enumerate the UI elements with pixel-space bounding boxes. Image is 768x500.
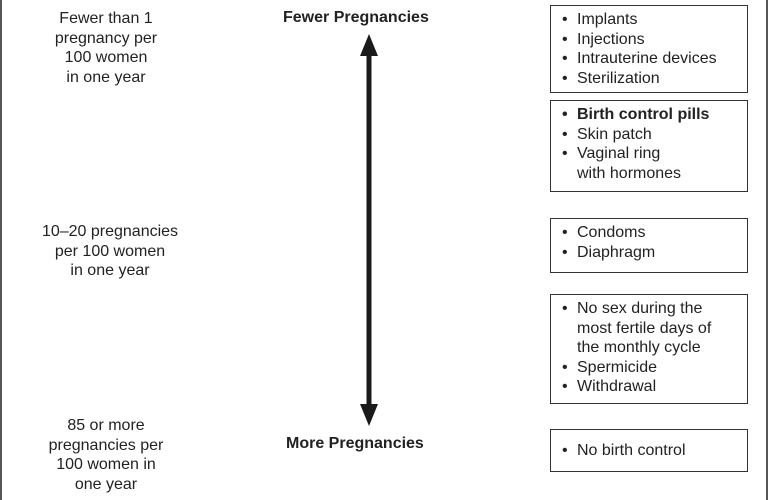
arrow-shaft	[366, 52, 372, 408]
double-arrow-icon	[360, 34, 378, 426]
method-list: No birth control	[562, 441, 739, 461]
method-item-text: Condoms	[577, 224, 646, 241]
method-item-text: Injections	[577, 30, 645, 48]
method-item-text: with hormones	[577, 164, 682, 182]
method-list: Condoms Diaphragm	[562, 223, 739, 262]
rate-label-85-or-more: 85 or more pregnancies per 100 women in …	[30, 416, 182, 494]
heading-more-pregnancies: More Pregnancies	[286, 435, 424, 452]
method-item-text: Skin patch	[577, 125, 652, 143]
rate-label-line: per 100 women	[54, 242, 166, 260]
method-item-no-birth-control: No birth control	[562, 441, 739, 461]
arrow-head-up	[360, 34, 378, 56]
method-item-text: No birth control	[577, 442, 686, 459]
method-item-text: the monthly cycle	[577, 339, 701, 356]
method-box-least-effective: No sex during the most fertile days of t…	[550, 294, 748, 404]
method-item-text: Withdrawal	[577, 378, 657, 395]
method-item-spermicide: Spermicide	[562, 358, 739, 378]
method-item-vaginal-ring: Vaginal ring with hormones	[562, 144, 739, 183]
method-item-text: Spermicide	[577, 358, 658, 376]
rate-label-line: in one year	[70, 262, 150, 279]
rate-label-line: 100 women in	[56, 456, 156, 473]
left-frame-line	[0, 0, 2, 500]
rate-label-line: 100 women	[64, 49, 148, 66]
method-box-barrier: Condoms Diaphragm	[550, 218, 748, 273]
method-item-text: No sex during the	[577, 300, 703, 317]
rate-label-fewer-than-1: Fewer than 1 pregnancy per 100 women in …	[30, 9, 182, 87]
method-item-birth-control-pills: Birth control pills	[562, 105, 739, 125]
rate-label-line: 85 or more	[67, 417, 145, 434]
method-item-skin-patch: Skin patch	[562, 125, 739, 145]
method-item-text: Sterilization	[577, 69, 660, 87]
method-box-most-effective: Implants Injections Intrauterine devices…	[550, 5, 748, 93]
heading-fewer-pregnancies: Fewer Pregnancies	[283, 9, 429, 26]
rate-label-line: pregnancy per	[54, 29, 158, 47]
method-item-diaphragm: Diaphragm	[562, 243, 739, 263]
method-box-no-method: No birth control	[550, 429, 748, 472]
method-item-condoms: Condoms	[562, 223, 739, 243]
right-frame-line	[766, 0, 768, 500]
method-list: Implants Injections Intrauterine devices…	[562, 10, 739, 88]
rate-label-line: Fewer than 1	[59, 10, 153, 27]
method-item-text: most fertile days of	[577, 319, 712, 337]
rate-label-10-20: 10–20 pregnancies per 100 women in one y…	[20, 222, 200, 281]
method-item-sterilization: Sterilization	[562, 69, 739, 89]
method-item-text: Vaginal ring	[577, 145, 661, 162]
method-item-injections: Injections	[562, 30, 739, 50]
rate-label-line: in one year	[66, 68, 146, 86]
method-item-implants: Implants	[562, 10, 739, 30]
rate-label-line: pregnancies per	[48, 436, 164, 454]
arrow-head-down	[360, 404, 378, 426]
method-item-fertility-awareness: No sex during the most fertile days of t…	[562, 299, 739, 358]
method-item-text: Intrauterine devices	[577, 50, 717, 67]
rate-label-line: 10–20 pregnancies	[41, 223, 179, 240]
method-item-text: Implants	[577, 11, 638, 28]
method-box-hormonal: Birth control pills Skin patch Vaginal r…	[550, 100, 748, 192]
method-list: No sex during the most fertile days of t…	[562, 299, 739, 397]
method-item-withdrawal: Withdrawal	[562, 377, 739, 397]
method-item-text: Diaphragm	[577, 243, 656, 261]
rate-label-line: one year	[74, 475, 138, 493]
method-list: Birth control pills Skin patch Vaginal r…	[562, 105, 739, 183]
method-item-iud: Intrauterine devices	[562, 49, 739, 69]
method-item-text: Birth control pills	[577, 106, 710, 123]
